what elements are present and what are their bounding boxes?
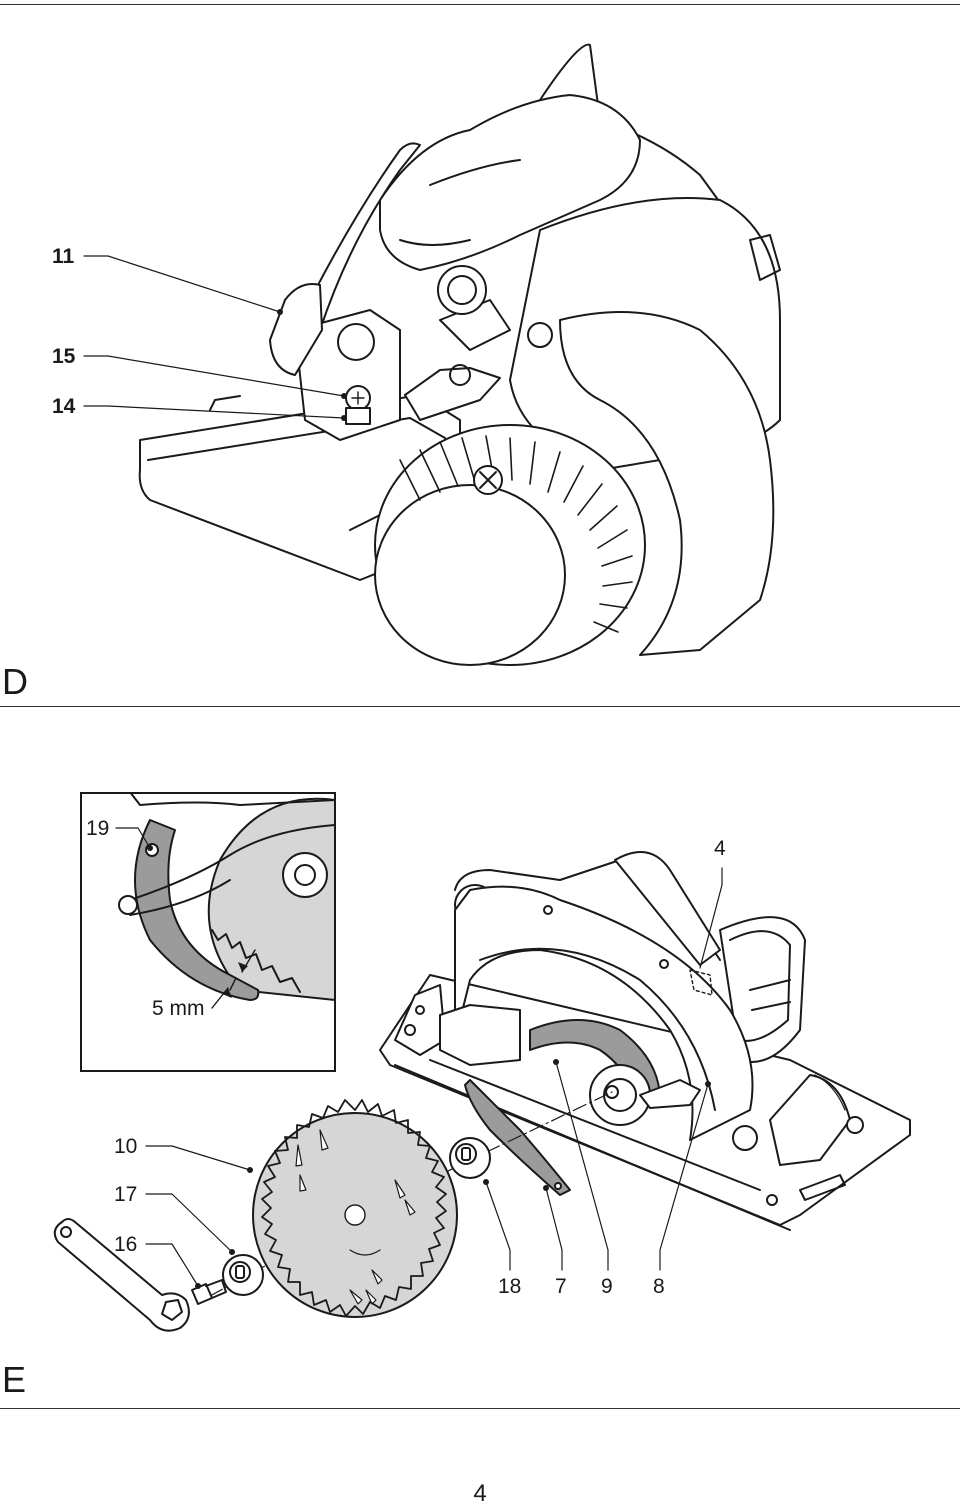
- page-number: 4: [473, 1480, 487, 1507]
- top-rule: [0, 4, 960, 5]
- figure-d-saw-closeup: [83, 43, 781, 666]
- callout-14: 14: [52, 395, 76, 418]
- section-letter-d: D: [2, 661, 28, 702]
- callout-7: 7: [555, 1275, 567, 1298]
- inset-frame: [80, 792, 336, 1072]
- callout-18: 18: [498, 1275, 522, 1298]
- figure-e-saw-assembly: [53, 845, 911, 1332]
- callout-8: 8: [653, 1275, 665, 1298]
- section-divider-d: [0, 706, 960, 707]
- callout-16: 16: [114, 1233, 138, 1256]
- callout-5mm: 5 mm: [152, 997, 205, 1020]
- section-letter-e: E: [2, 1359, 27, 1400]
- callout-9: 9: [601, 1275, 613, 1298]
- callout-15: 15: [52, 345, 76, 368]
- figure-e-inset-riving-knife: [115, 793, 335, 1009]
- callout-10: 10: [114, 1135, 138, 1158]
- callout-19: 19: [86, 817, 110, 840]
- callout-17: 17: [114, 1183, 138, 1206]
- callout-4: 4: [714, 837, 726, 860]
- section-divider-e: [0, 1408, 960, 1409]
- callout-11: 11: [52, 245, 75, 268]
